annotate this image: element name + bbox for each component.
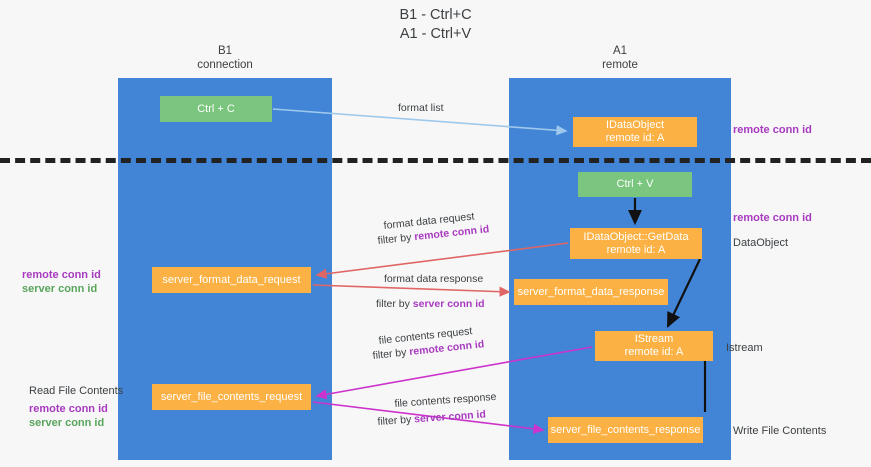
- node-idataobject-getdata[interactable]: IDataObject::GetData remote id: A: [570, 228, 702, 259]
- lane-header-b1-role: connection: [197, 58, 253, 71]
- node-sfdreq-label: server_format_data_request: [162, 273, 301, 286]
- node-idataobject-sub: remote id: A: [605, 132, 665, 144]
- lane-header-a1-role: remote: [602, 58, 638, 71]
- lane-header-b1: B1 connection: [118, 45, 332, 72]
- edge-label-format-data-response-filter: filter by server conn id: [376, 297, 485, 311]
- annotation-remote-conn-id-top: remote conn id: [733, 124, 812, 136]
- filter-prefix: filter by: [376, 298, 413, 310]
- node-server-file-contents-request[interactable]: server_file_contents_request: [152, 384, 311, 410]
- phase-divider: [0, 158, 871, 163]
- filter-key-server-conn-id: server conn id: [413, 408, 487, 426]
- page-title-line-2: A1 - Ctrl+V: [399, 26, 472, 42]
- annotation-server-conn-id-left-2: server conn id: [29, 417, 105, 429]
- node-istream-label: IStream: [634, 333, 674, 345]
- annotation-read-file-contents: Read File Contents: [29, 385, 124, 397]
- annotation-remote-conn-id-left-1: remote conn id: [22, 269, 101, 281]
- edge-label-file-contents-response-filter: filter by server conn id: [377, 407, 486, 429]
- node-idataobject-label: IDataObject: [605, 119, 665, 131]
- annotation-conn-ids-top: remote conn id server conn id: [22, 268, 101, 296]
- filter-prefix: filter by: [372, 346, 410, 362]
- page-title: B1 - Ctrl+C A1 - Ctrl+V: [0, 6, 871, 44]
- filter-prefix: filter by: [377, 231, 415, 247]
- node-sfcres-label: server_file_contents_response: [550, 423, 701, 436]
- node-ctrl-v[interactable]: Ctrl + V: [578, 172, 692, 197]
- annotation-remote-conn-id-left-2: remote conn id: [29, 403, 108, 415]
- annotation-server-conn-id-left-1: server conn id: [22, 283, 98, 295]
- edge-label-format-data-response: format data response: [384, 273, 484, 285]
- node-getdata-sub: remote id: A: [606, 243, 666, 256]
- node-ctrl-c-label: Ctrl + C: [197, 102, 235, 115]
- edge-label-format-list: format list: [398, 102, 444, 114]
- lane-header-b1-name: B1: [217, 45, 233, 57]
- node-ctrl-v-label: Ctrl + V: [616, 178, 654, 190]
- node-istream[interactable]: IStream remote id: A: [595, 331, 713, 361]
- lane-header-a1: A1 remote: [509, 45, 731, 72]
- page-title-line-1: B1 - Ctrl+C: [399, 7, 472, 23]
- node-server-format-data-response[interactable]: server_format_data_response: [514, 279, 668, 305]
- annotation-dataobject: DataObject: [733, 237, 789, 249]
- node-getdata-label: IDataObject::GetData: [583, 230, 689, 243]
- node-ctrl-c[interactable]: Ctrl + C: [160, 96, 272, 122]
- node-sfdres-label: server_format_data_response: [517, 285, 665, 298]
- node-idataobject[interactable]: IDataObject remote id: A: [573, 117, 697, 147]
- node-server-format-data-request[interactable]: server_format_data_request: [152, 267, 311, 293]
- annotation-istream: Istream: [726, 342, 763, 354]
- node-sfcreq-label: server_file_contents_request: [160, 390, 303, 403]
- filter-key-server-conn-id: server conn id: [412, 298, 485, 310]
- annotation-write-file-contents: Write File Contents: [733, 425, 827, 437]
- annotation-remote-conn-id-mid: remote conn id: [733, 212, 812, 224]
- node-server-file-contents-response[interactable]: server_file_contents_response: [548, 417, 703, 443]
- node-istream-sub: remote id: A: [624, 346, 684, 358]
- edge-format-data-response: [312, 284, 511, 297]
- filter-prefix: filter by: [377, 413, 415, 428]
- annotation-conn-ids-bottom: remote conn id server conn id: [29, 402, 108, 430]
- lane-header-a1-name: A1: [612, 45, 628, 57]
